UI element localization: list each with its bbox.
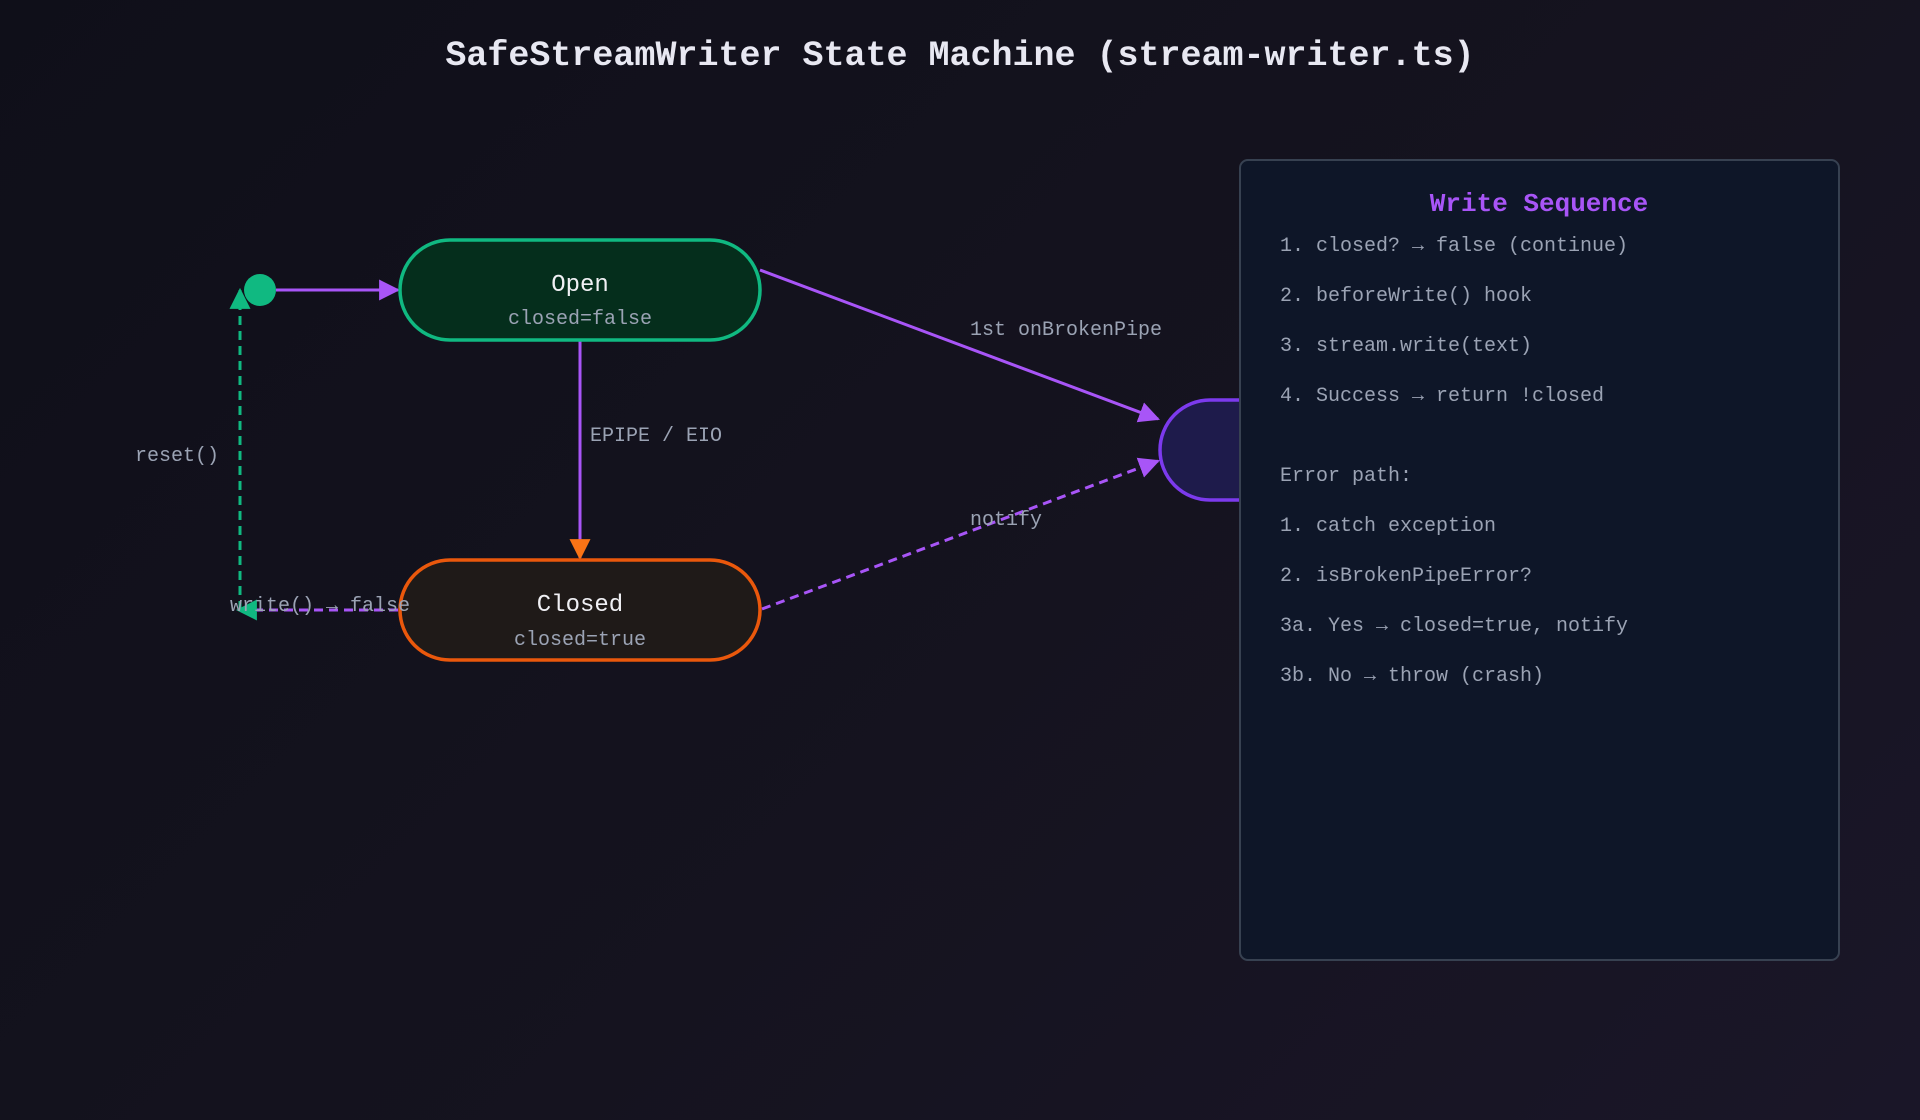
panel-step: 3. stream.write(text)	[1280, 335, 1532, 358]
write-sequence-panel	[1239, 159, 1840, 961]
panel-error-heading: Error path:	[1280, 465, 1412, 488]
state-open-name: Open	[551, 272, 609, 299]
edge-label-write-false: write() → false	[230, 595, 410, 618]
edge-open-to-notify	[759, 268, 1160, 423]
state-closed	[398, 558, 762, 662]
edge-label-notify: notify	[970, 509, 1042, 532]
edge-label-reset: reset()	[135, 445, 219, 468]
panel-title: Write Sequence	[1430, 189, 1648, 219]
panel-step: 2. beforeWrite() hook	[1280, 285, 1532, 308]
state-closed-detail: closed=true	[514, 629, 646, 652]
edge-closed-to-notify	[761, 457, 1160, 611]
edge-label-epipe: EPIPE / EIO	[590, 425, 722, 448]
state-open-detail: closed=false	[508, 308, 652, 331]
panel-error-step: 3a. Yes → closed=true, notify	[1280, 615, 1628, 638]
panel-step: 4. Success → return !closed	[1280, 385, 1604, 408]
state-open	[398, 238, 762, 342]
state-closed-name: Closed	[537, 592, 623, 619]
panel-error-step: 2. isBrokenPipeError?	[1280, 565, 1532, 588]
panel-error-step: 3b. No → throw (crash)	[1280, 665, 1544, 688]
panel-error-step: 1. catch exception	[1280, 515, 1496, 538]
panel-step: 1. closed? → false (continue)	[1280, 235, 1628, 258]
initial-state-dot	[244, 274, 276, 306]
diagram-title: SafeStreamWriter State Machine (stream-w…	[445, 36, 1474, 76]
edge-label-broken-pipe: 1st onBrokenPipe	[970, 319, 1162, 342]
